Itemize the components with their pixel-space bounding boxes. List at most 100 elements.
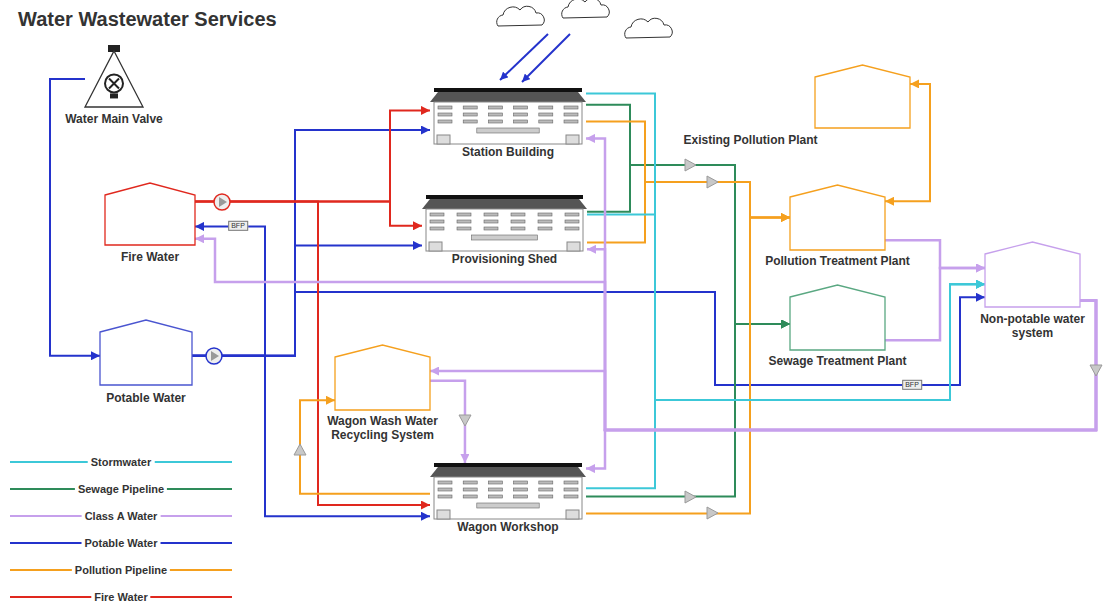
window: [539, 106, 553, 109]
pipeline-connector: [586, 284, 985, 488]
window: [438, 113, 452, 116]
window: [463, 120, 477, 123]
window: [564, 488, 578, 491]
window: [463, 495, 477, 498]
pipeline-connector: [586, 94, 985, 400]
window: [438, 120, 452, 123]
window: [484, 213, 498, 216]
pipeline-connector: [885, 268, 985, 340]
window: [457, 213, 471, 216]
window: [539, 120, 553, 123]
pipeline-connector: [587, 215, 985, 400]
window: [488, 113, 502, 116]
node-shape: [815, 65, 910, 128]
building-node: Wagon Workshop: [430, 463, 586, 519]
flow-valve: [294, 444, 306, 455]
plant-node: Fire Water: [105, 183, 195, 245]
building-body: [434, 477, 582, 519]
plant-node: Sewage Treatment Plant: [790, 285, 885, 350]
pipeline-connector: [195, 202, 430, 505]
valve-wheel: [105, 74, 123, 92]
node-label: Provisioning Shed: [452, 253, 557, 267]
window: [514, 488, 528, 491]
window: [484, 227, 498, 230]
pipeline-connector: [587, 182, 790, 243]
rain-arrow: [500, 34, 548, 80]
window: [463, 113, 477, 116]
window: [538, 220, 552, 223]
window: [430, 227, 444, 230]
plant-node: Wagon Wash Water Recycling System: [335, 345, 430, 410]
pipeline-connector: [586, 324, 790, 497]
pipeline-connector: [430, 301, 1096, 431]
window: [564, 120, 578, 123]
pipeline-connector: [195, 239, 1096, 430]
window: [511, 213, 525, 216]
valve-node: Water Main Valve: [85, 45, 143, 107]
roof: [430, 92, 586, 102]
roof-slab: [434, 463, 582, 467]
window: [539, 488, 553, 491]
window: [484, 220, 498, 223]
window: [463, 106, 477, 109]
roof-slab: [426, 195, 583, 199]
window-band: [472, 235, 538, 240]
node-label: Wagon Workshop: [457, 521, 558, 535]
plant-node: Pollution Treatment Plant: [790, 185, 885, 250]
window: [564, 495, 578, 498]
window: [488, 495, 502, 498]
pipeline-connector: [587, 165, 790, 324]
window: [457, 220, 471, 223]
window: [539, 495, 553, 498]
window: [457, 227, 471, 230]
pipeline-connector: [586, 138, 1096, 430]
window: [539, 113, 553, 116]
plant-outline: [790, 185, 885, 250]
window: [564, 113, 578, 116]
window: [565, 213, 579, 216]
building-node: Provisioning Shed: [422, 195, 587, 251]
node-label: Sewage Treatment Plant: [768, 355, 906, 369]
window: [565, 227, 579, 230]
flow-valve: [707, 176, 718, 188]
node-shape: [430, 88, 586, 144]
window: [488, 488, 502, 491]
window: [463, 488, 477, 491]
window: [511, 227, 525, 230]
window: [511, 220, 525, 223]
legend-text: Class A Water: [82, 510, 161, 522]
cloud: [562, 0, 609, 18]
window: [514, 106, 528, 109]
door: [429, 242, 442, 251]
legend-text: Sewage Pipeline: [75, 483, 167, 495]
door: [567, 242, 580, 251]
backflow-tag: BFP: [228, 221, 248, 231]
node-label: Existing Pollution Plant: [683, 134, 817, 148]
window: [514, 481, 528, 484]
flow-valve: [685, 491, 696, 503]
plant-node: Non-potable water system: [985, 242, 1080, 307]
window: [488, 120, 502, 123]
pipeline-connector: [192, 130, 430, 356]
node-shape: [790, 185, 885, 250]
diagram-title: Water Wastewater Services: [18, 8, 277, 31]
node-shape: [430, 463, 586, 519]
node-shape: [100, 320, 192, 385]
node-label: Wagon Wash Water Recycling System: [322, 415, 444, 443]
legend-text: Stormwater: [88, 456, 155, 468]
window: [538, 227, 552, 230]
node-label: Potable Water: [106, 392, 186, 406]
window: [430, 213, 444, 216]
window: [488, 481, 502, 484]
node-label: Fire Water: [121, 251, 179, 265]
legend-text: Pollution Pipeline: [72, 564, 170, 576]
legend-text: Fire Water: [91, 591, 150, 603]
pump-arrow: [219, 197, 227, 207]
door: [566, 510, 579, 519]
node-label: Non-potable water system: [977, 313, 1089, 341]
flow-valve: [1090, 365, 1102, 376]
window: [514, 113, 528, 116]
node-shape: [985, 242, 1080, 307]
pump: [206, 348, 222, 364]
window: [538, 213, 552, 216]
